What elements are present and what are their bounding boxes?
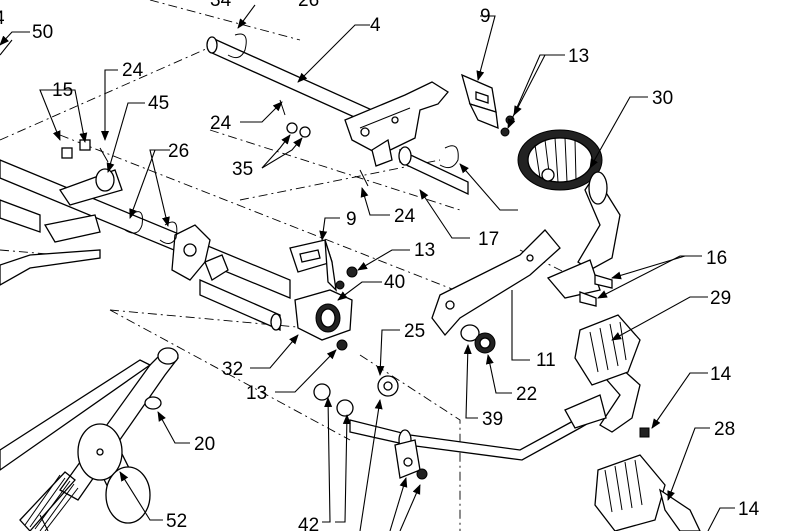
callout-15: 15	[52, 80, 73, 101]
callout-28: 28	[714, 419, 735, 440]
callout-24-right: 24	[394, 206, 416, 227]
linkage-arm-part-11	[431, 229, 561, 337]
leader-lines	[0, 4, 735, 531]
callout-24-left: 24	[122, 60, 144, 81]
callout-26-top: 26	[298, 0, 319, 11]
hardware	[61, 33, 650, 480]
callout-labels: 4 50 15 24 45 34 26 4 24 35 26 24 17 9 1…	[0, 0, 760, 531]
lower-left-lever	[0, 347, 179, 501]
callout-16: 16	[706, 248, 727, 269]
callout-25: 25	[404, 321, 425, 342]
callout-30: 30	[652, 88, 673, 109]
callout-20: 20	[194, 434, 215, 455]
cross-shaft-part-4	[206, 36, 373, 127]
bracket-part-9-middle	[289, 239, 337, 292]
callout-29: 29	[710, 288, 731, 309]
callout-14-low: 14	[738, 499, 760, 520]
upper-pedal-part-30	[517, 129, 621, 299]
callout-50: 50	[32, 22, 53, 43]
spring	[19, 471, 79, 531]
left-pivot-bracket	[171, 224, 282, 331]
pedal-part-28	[594, 454, 701, 531]
left-frame-tube	[0, 159, 291, 299]
callout-40: 40	[384, 272, 405, 293]
mounting-bracket	[344, 81, 449, 167]
callout-13-mid: 13	[414, 240, 435, 261]
callout-4: 4	[370, 15, 381, 36]
callout-9-mid: 9	[346, 209, 357, 230]
callout-13-top: 13	[568, 46, 589, 67]
bracket-part-9-upper	[461, 73, 499, 130]
callout-35: 35	[232, 159, 253, 180]
pedal-part-29	[574, 314, 641, 433]
callout-26-left: 26	[168, 141, 189, 162]
callout-34: 34	[210, 0, 232, 11]
roller-part-52	[77, 423, 151, 524]
callout-32: 32	[222, 359, 243, 380]
callout-9-top: 9	[480, 6, 491, 27]
callout-14-mid: 14	[710, 364, 732, 385]
callout-42: 42	[298, 515, 319, 531]
callout-22: 22	[516, 384, 537, 405]
callout-11: 11	[536, 350, 556, 371]
callout-39: 39	[482, 409, 503, 430]
callout-13-low: 13	[246, 383, 267, 404]
callout-17: 17	[478, 229, 499, 250]
callout-4-left: 4	[0, 8, 5, 29]
callout-52: 52	[166, 511, 187, 531]
callout-45: 45	[148, 93, 169, 114]
callout-24-mid: 24	[210, 113, 232, 134]
bushing-part-40	[294, 289, 353, 341]
lower-bent-rod	[349, 394, 607, 479]
pivot-rod-part-17	[398, 146, 469, 196]
